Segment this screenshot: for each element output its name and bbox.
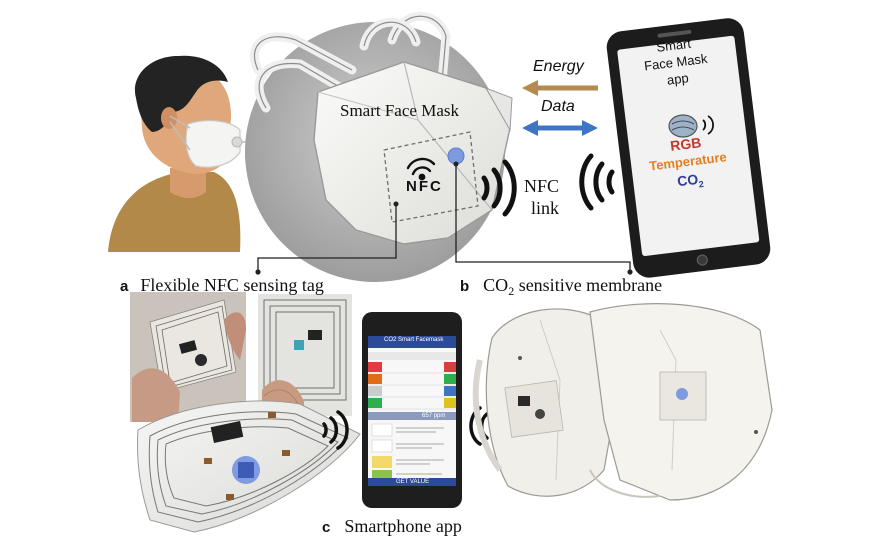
phone-co2-main: CO [676,170,700,190]
nfc-waves-mask-icon [481,159,517,217]
small-phone-title: CO2 Smart Facemask [384,337,444,343]
data-arrow [522,120,598,136]
caption-c-letter: c [322,519,331,536]
person-illustration [108,55,262,252]
person-hair [134,55,228,132]
energy-label: Energy [533,58,584,75]
connector-a [257,205,397,270]
caption-b-co: CO [483,275,509,295]
caption-b-letter: b [460,278,470,295]
connector-b [455,164,631,272]
nfc-link-label-line1: NFC [524,176,560,196]
nfc-chip-label: NFC [406,178,443,195]
nfc-tag-photo [130,292,352,422]
person-worn-mask [185,120,241,168]
caption-b: b CO2 sensitive membrane [460,275,662,299]
caption-b-sub: 2 [508,284,515,299]
person-neck [170,168,206,198]
phone-co2-sub: 2 [698,178,705,190]
nfc-waves-tag-icon [322,410,349,450]
mask-photo [472,303,773,501]
small-phone-get-value: GET VALUE [396,479,430,485]
mask-body [313,61,511,245]
mask-title: Smart Face Mask [340,101,459,120]
person-shirt [108,172,241,252]
nfc-waves-phone-icon [579,153,615,211]
sensor-dashed-outline [383,131,479,223]
mask-circle-illustration [245,11,633,282]
data-label: Data [541,98,575,115]
energy-arrow [522,80,598,96]
caption-a: a Flexible NFC sensing tag [120,275,324,296]
nfc-link-label-line2: link [531,198,560,218]
small-smartphone [362,312,462,508]
caption-a-text: Flexible NFC sensing tag [140,275,324,295]
phone-screen-text: Smart Face Mask app RGB Temperature CO2 [615,30,749,202]
app-table [368,352,456,410]
person-ear [161,107,177,129]
caption-b-rest: sensitive membrane [514,275,663,295]
small-phone-reading: 657 ppm [422,413,446,419]
caption-a-letter: a [120,278,129,295]
caption-c: c Smartphone app [322,516,462,537]
smartphone-illustration [606,18,771,278]
flexible-tag-large [137,400,361,533]
caption-c-text: Smartphone app [344,516,462,536]
nfc-wireless-icon [406,157,436,181]
mask-app-icon [668,114,714,138]
